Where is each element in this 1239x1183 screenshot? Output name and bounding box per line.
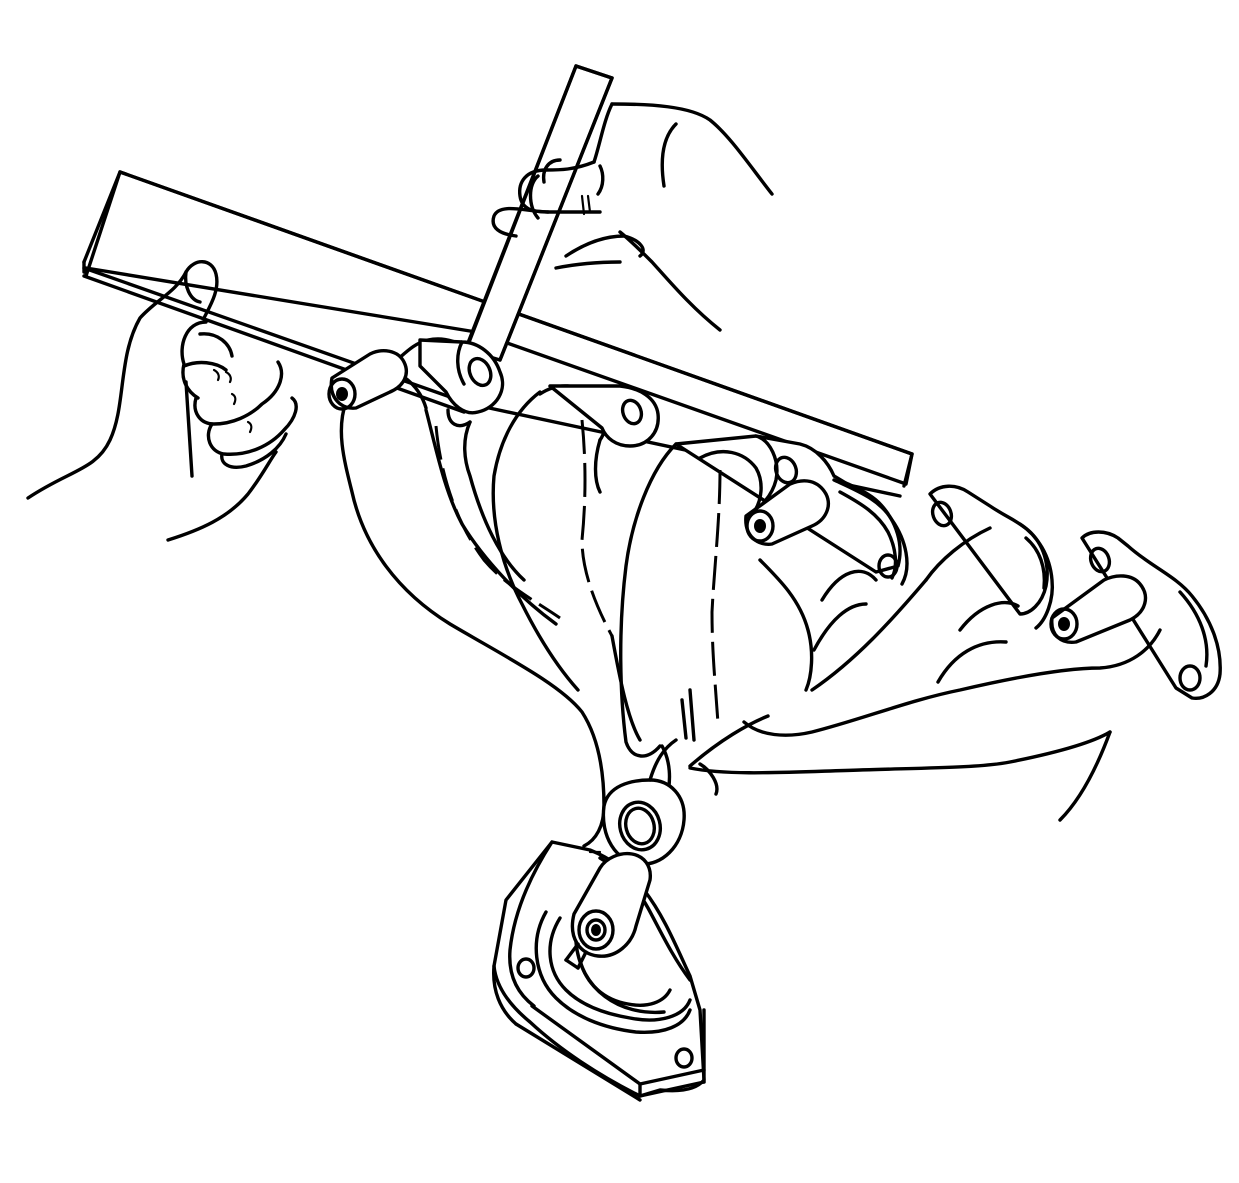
bolt-left — [327, 349, 409, 411]
right-hand — [491, 102, 774, 332]
bolt-right — [1049, 574, 1148, 644]
bolt-bottom — [564, 851, 652, 970]
collector-boss — [601, 778, 686, 866]
bolt-middle — [744, 479, 831, 546]
exhaust-manifold — [327, 337, 1222, 1102]
left-hand — [26, 260, 298, 542]
